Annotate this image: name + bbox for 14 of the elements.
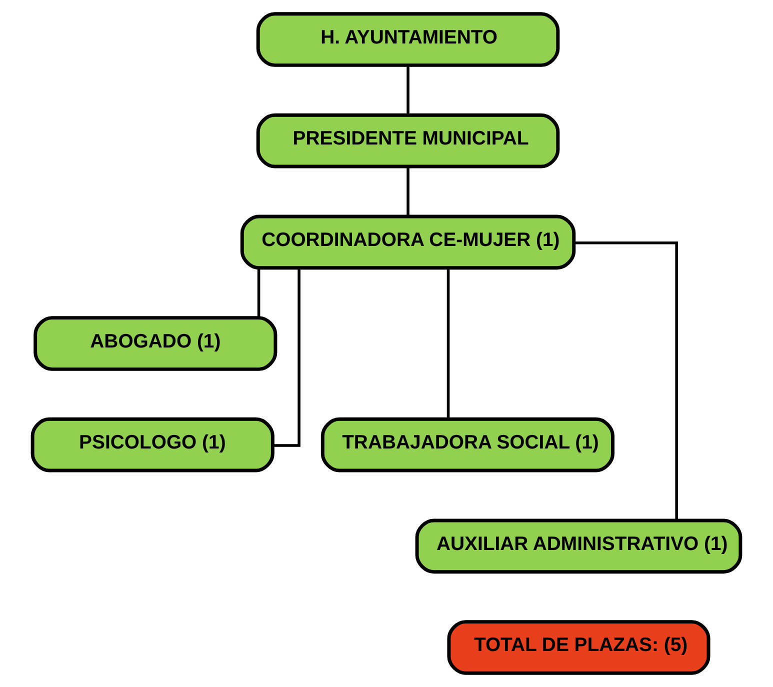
node-box: ABOGADO (1): [34, 316, 278, 371]
node-box: TRABAJADORA SOCIAL (1): [320, 417, 614, 472]
connector: [406, 166, 410, 216]
connector: [272, 268, 300, 447]
connector: [574, 241, 678, 520]
node-box: AUXILIAR ADMINISTRATIVO (1): [415, 518, 742, 574]
node-box: PRESIDENTE MUNICIPAL: [256, 113, 560, 168]
connector: [257, 268, 260, 318]
node-box: PSICOLOGO (1): [30, 417, 274, 472]
connector: [406, 66, 410, 115]
node-box: COORDINADORA CE-MUJER (1): [240, 214, 576, 270]
node-box: TOTAL DE PLAZAS: (5): [447, 620, 710, 675]
connector: [446, 268, 450, 419]
node-box: H. AYUNTAMIENTO: [256, 12, 560, 67]
